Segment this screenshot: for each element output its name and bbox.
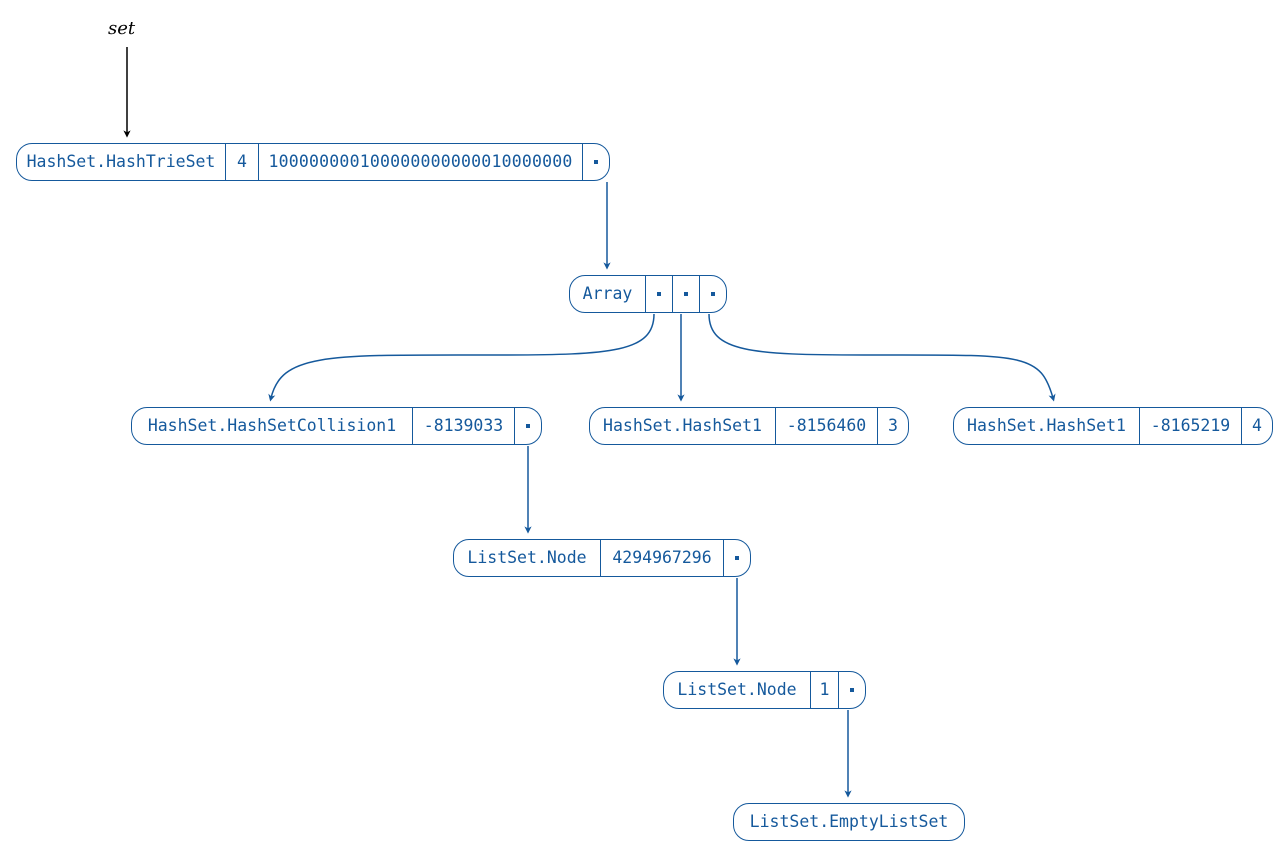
hash-set-collision1-node[interactable]: HashSet.HashSetCollision1 -8139033 [131,407,542,445]
list-set-node-second[interactable]: ListSet.Node 1 [663,671,866,709]
pointer-cell [582,144,609,180]
node-type-label: HashSet.HashSetCollision1 [147,415,397,435]
node-type-label: HashSet.HashTrieSet [26,151,216,171]
root-reference-label: set [108,18,136,39]
value-cell: 4 [1241,408,1272,444]
value-cell: -8139033 [412,408,514,444]
node-type-label: HashSet.HashSet1 [603,415,762,435]
pointer-cell [699,276,726,312]
value-cell: 1 [810,672,838,708]
node-type-label: ListSet.Node [467,547,587,567]
list-set-node-first[interactable]: ListSet.Node 4294967296 [453,539,751,577]
value-cell: 3 [877,408,908,444]
node-type-label: ListSet.EmptyListSet [749,811,949,831]
bitmap-cell: 100000000100000000000010000000 [258,144,582,180]
pointer-cell [645,276,672,312]
pointer-cell [838,672,865,708]
value-cell: -8156460 [775,408,877,444]
node-type-label: Array [582,283,633,303]
edge-array-slot2-to-hashset1b [708,313,1056,402]
pointer-cell [723,540,750,576]
value-cell: -8165219 [1139,408,1241,444]
pointer-cell [514,408,541,444]
edge-array-slot0-to-collision1 [268,313,655,402]
node-type-label: ListSet.Node [677,679,797,699]
value-cell: 4294967296 [600,540,723,576]
node-type-label: HashSet.HashSet1 [967,415,1126,435]
value-cell: 4 [225,144,258,180]
pointer-cell [672,276,699,312]
list-set-empty-node[interactable]: ListSet.EmptyListSet [733,803,965,841]
array-node[interactable]: Array [569,275,727,313]
